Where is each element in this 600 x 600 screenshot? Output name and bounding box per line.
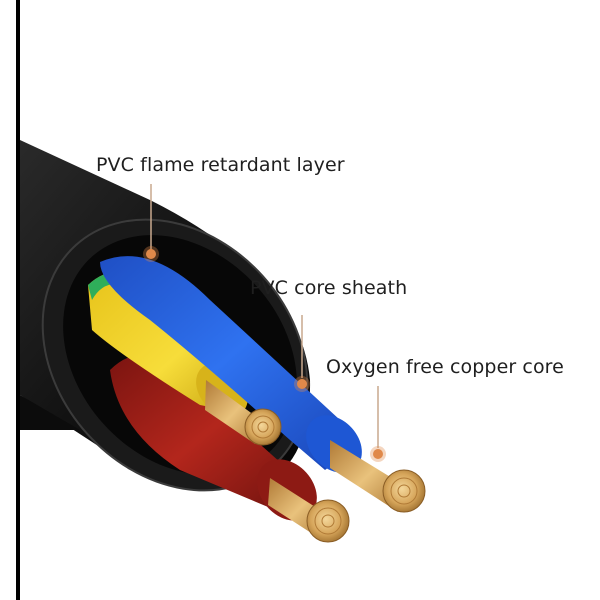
label-pvc-core-sheath: PVC core sheath xyxy=(250,277,408,299)
callout-flame-layer xyxy=(143,184,159,262)
callout-copper-core xyxy=(370,386,386,462)
callout-core-sheath xyxy=(294,315,310,392)
label-oxygen-free-copper-core: Oxygen free copper core xyxy=(326,356,564,378)
copper-conductor-red xyxy=(268,478,350,543)
copper-conductor-yellow xyxy=(205,380,282,446)
copper-conductor-blue xyxy=(330,440,426,513)
left-border-bar xyxy=(16,0,20,600)
label-pvc-flame-retardant-layer: PVC flame retardant layer xyxy=(96,154,345,176)
